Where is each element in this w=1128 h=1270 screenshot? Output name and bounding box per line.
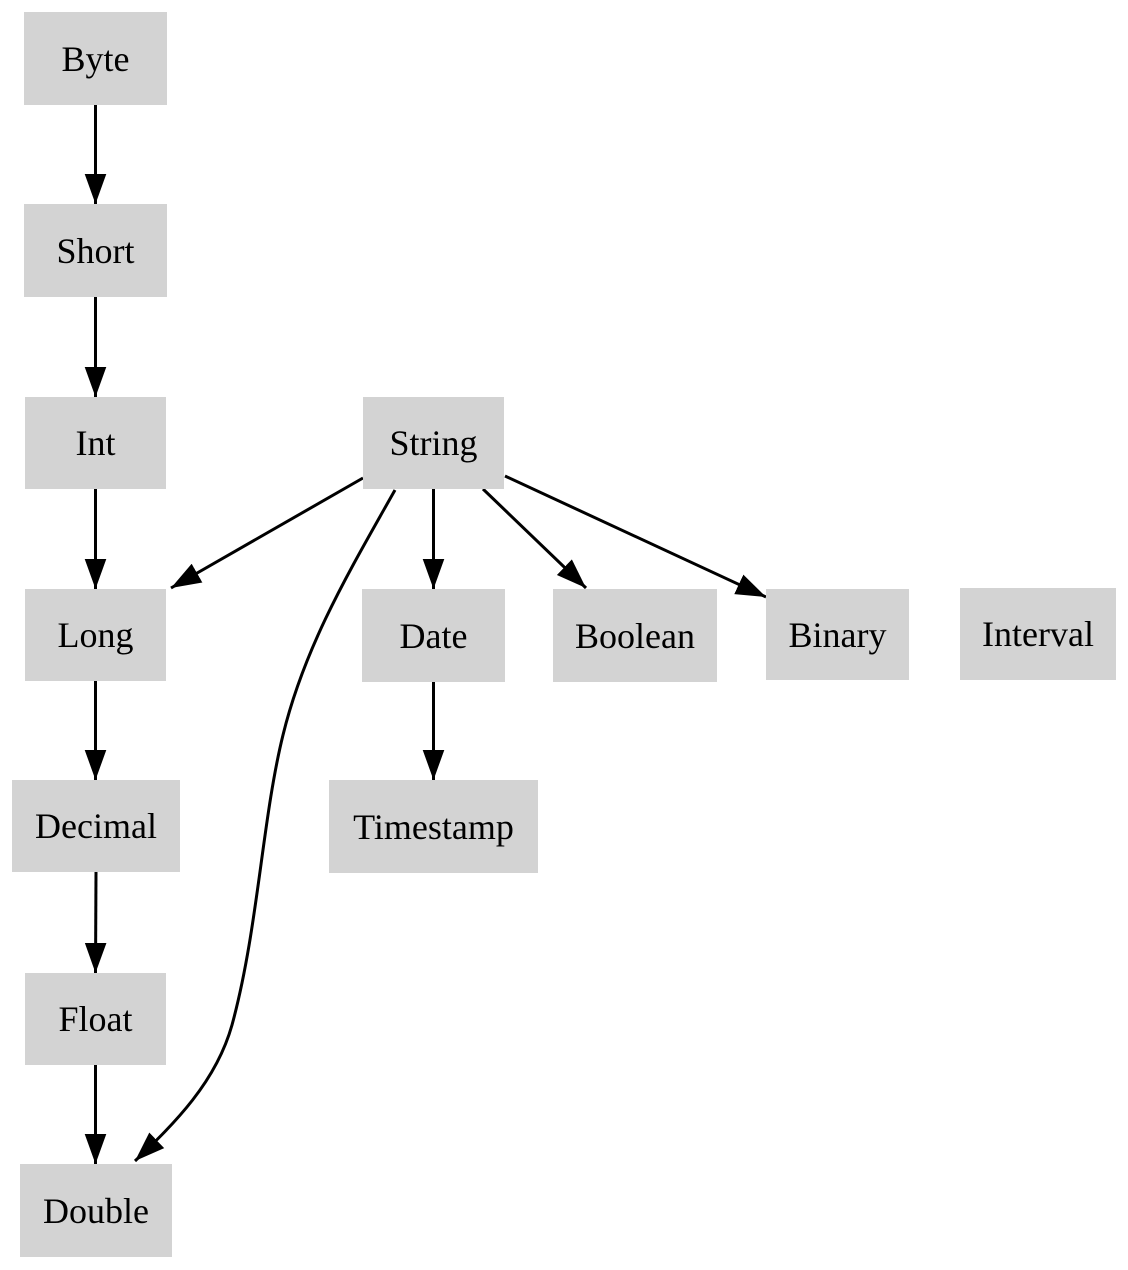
node-timestamp: Timestamp [329,780,538,873]
node-date: Date [362,589,505,682]
node-long: Long [25,589,166,681]
node-decimal: Decimal [12,780,180,872]
node-byte: Byte [24,12,167,105]
edge-string-binary [504,474,767,599]
node-float: Float [25,973,166,1065]
node-binary: Binary [766,589,909,680]
node-int: Int [25,397,166,489]
node-string: String [363,397,504,489]
node-interval: Interval [960,588,1116,680]
node-double: Double [20,1164,172,1257]
node-short: Short [24,204,167,297]
node-boolean: Boolean [553,589,717,682]
edge-decimal-float [84,871,107,974]
edge-string-boolean [481,487,588,590]
edge-string-double [133,489,397,1163]
edge-string-long [170,476,364,590]
